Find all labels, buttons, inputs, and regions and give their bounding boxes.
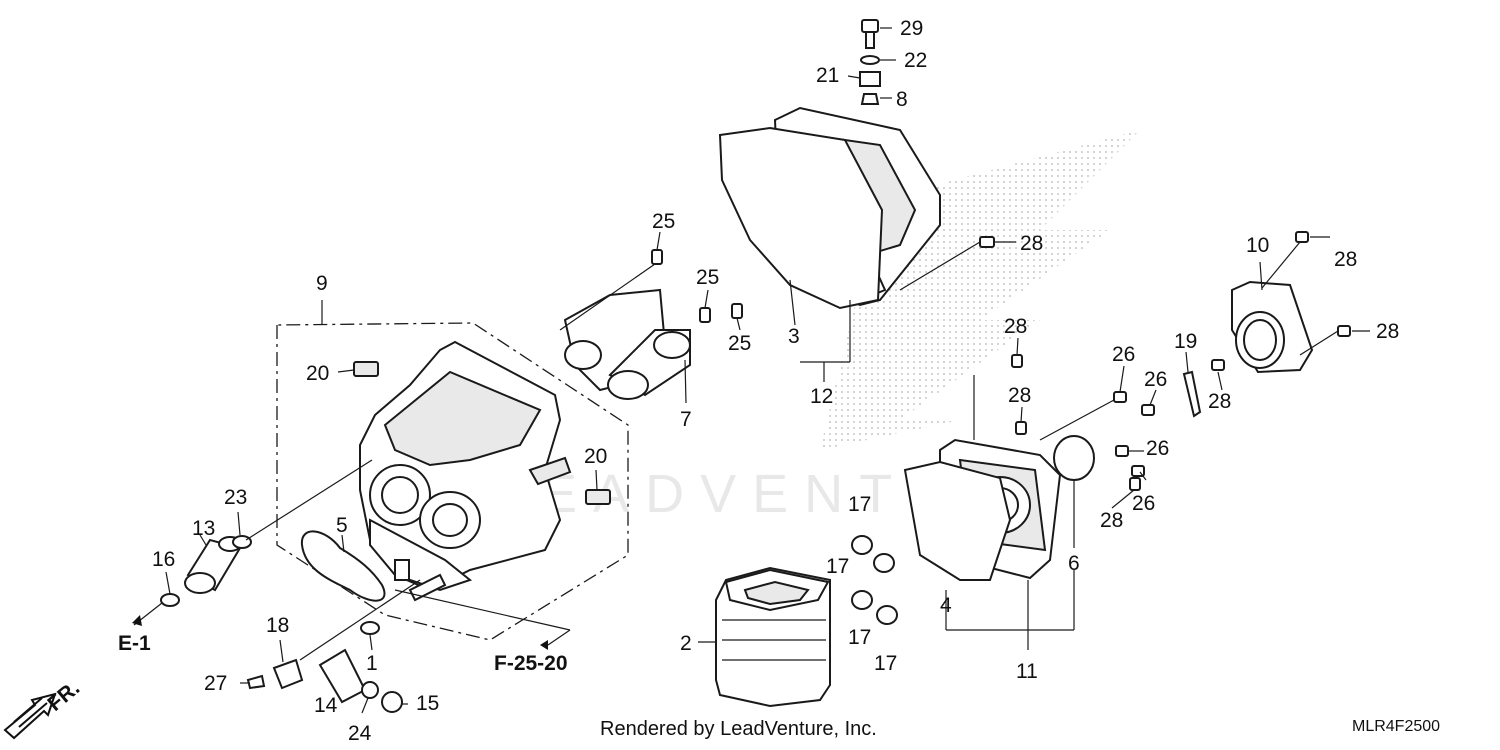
callout-27[interactable]: 27 — [204, 672, 227, 695]
cover-bolt[interactable] — [861, 19, 879, 49]
collar-d[interactable] — [876, 605, 898, 625]
cover-gasket[interactable] — [718, 126, 884, 310]
callout-13[interactable]: 13 — [192, 517, 215, 540]
callout-28g[interactable]: 28 — [1100, 509, 1123, 532]
drain-tube[interactable] — [184, 536, 242, 594]
callout-28d[interactable]: 28 — [1004, 315, 1027, 338]
cover-bolt-26b[interactable] — [1141, 404, 1155, 416]
diagram-code: MLR4F2500 — [1352, 718, 1441, 735]
callout-25c[interactable]: 25 — [728, 332, 751, 355]
stay-bolt-28[interactable] — [1211, 359, 1225, 371]
callout-18[interactable]: 18 — [266, 614, 289, 637]
duct-bolt-lower[interactable] — [731, 303, 743, 319]
foam-pad-upper[interactable] — [353, 361, 379, 377]
callout-8[interactable]: 8 — [896, 88, 908, 111]
air-cleaner-case[interactable] — [359, 340, 572, 602]
callout-12[interactable]: 12 — [810, 385, 833, 408]
collar[interactable] — [860, 93, 880, 105]
callout-2[interactable]: 2 — [680, 632, 692, 655]
callout-24[interactable]: 24 — [348, 722, 372, 745]
callout-7[interactable]: 7 — [680, 408, 692, 431]
cover-bolt-28b[interactable] — [1015, 421, 1027, 435]
duct-bolt-upper[interactable] — [651, 249, 663, 265]
callout-19[interactable]: 19 — [1174, 330, 1197, 353]
ref-f-25-20[interactable]: F-25-20 — [494, 652, 568, 675]
callout-20a[interactable]: 20 — [306, 362, 329, 385]
stay-bolt[interactable] — [246, 674, 266, 690]
cover-bolt-28c[interactable] — [1129, 477, 1141, 491]
callout-22[interactable]: 22 — [904, 49, 927, 72]
drain-plug-clip[interactable] — [361, 681, 379, 699]
credit-text: Rendered by LeadVenture, Inc. — [600, 718, 877, 740]
callout-26d[interactable]: 26 — [1132, 492, 1155, 515]
tube-clip-lower[interactable] — [160, 593, 180, 607]
callout-26c[interactable]: 26 — [1146, 437, 1169, 460]
callout-26a[interactable]: 26 — [1112, 343, 1135, 366]
callout-28c[interactable]: 28 — [1376, 320, 1399, 343]
case-gasket[interactable] — [300, 530, 386, 602]
drain-plug[interactable] — [381, 691, 403, 713]
callout-17c[interactable]: 17 — [848, 626, 871, 649]
air-filter-element[interactable] — [715, 566, 831, 708]
duct-bolt-middle[interactable] — [699, 307, 711, 323]
cover-bolt-26a[interactable] — [1113, 391, 1127, 403]
callout-25a[interactable]: 25 — [652, 210, 675, 233]
callout-16[interactable]: 16 — [152, 548, 175, 571]
tube-stay[interactable] — [272, 658, 304, 690]
cover-bolt-26c[interactable] — [1115, 445, 1129, 457]
callout-1[interactable]: 1 — [366, 652, 378, 675]
foam-pad-lower[interactable] — [585, 489, 611, 505]
callout-4[interactable]: 4 — [940, 594, 952, 617]
element-cover-gasket[interactable] — [903, 460, 1012, 581]
callout-15[interactable]: 15 — [416, 692, 439, 715]
callout-5[interactable]: 5 — [336, 514, 348, 537]
callout-29[interactable]: 29 — [900, 17, 923, 40]
duct-bolt-28a[interactable] — [1295, 231, 1309, 243]
callout-17a[interactable]: 17 — [848, 493, 871, 516]
ref-arrow-f — [540, 640, 548, 650]
grommet[interactable] — [859, 71, 881, 87]
callout-11[interactable]: 11 — [1016, 660, 1038, 683]
callout-25b[interactable]: 25 — [696, 266, 719, 289]
callout-21[interactable]: 21 — [816, 64, 839, 87]
intake-duct[interactable] — [563, 288, 691, 400]
collar-b[interactable] — [873, 553, 895, 573]
callout-14[interactable]: 14 — [314, 694, 338, 717]
front-arrow — [3, 692, 57, 740]
group-bracket-9 — [276, 322, 629, 641]
cover-bolt-28a[interactable] — [1011, 354, 1023, 368]
stay-bracket[interactable] — [1182, 370, 1202, 418]
collar-a[interactable] — [851, 535, 873, 555]
callout-23[interactable]: 23 — [224, 486, 247, 509]
callout-28b[interactable]: 28 — [1334, 248, 1357, 271]
tube-clip-upper[interactable] — [232, 535, 252, 549]
callout-28f[interactable]: 28 — [1208, 390, 1231, 413]
cover-side-bolt[interactable] — [979, 236, 995, 248]
callout-10[interactable]: 10 — [1246, 234, 1269, 257]
ref-arrow-e — [132, 615, 142, 626]
callout-17b[interactable]: 17 — [826, 555, 849, 578]
callout-6[interactable]: 6 — [1068, 552, 1080, 575]
outlet-duct[interactable] — [1231, 280, 1314, 374]
o-ring[interactable] — [1053, 435, 1095, 481]
callout-28e[interactable]: 28 — [1008, 384, 1031, 407]
breather-clip[interactable] — [360, 621, 380, 635]
duct-bolt-28b[interactable] — [1337, 325, 1351, 337]
callout-20b[interactable]: 20 — [584, 445, 607, 468]
callout-9[interactable]: 9 — [316, 272, 328, 295]
ref-e1[interactable]: E-1 — [118, 632, 151, 655]
callout-26b[interactable]: 26 — [1144, 368, 1167, 391]
callout-3[interactable]: 3 — [788, 325, 800, 348]
callout-28a[interactable]: 28 — [1020, 232, 1043, 255]
collar-c[interactable] — [851, 590, 873, 610]
washer[interactable] — [860, 55, 880, 65]
callout-17d[interactable]: 17 — [874, 652, 897, 675]
